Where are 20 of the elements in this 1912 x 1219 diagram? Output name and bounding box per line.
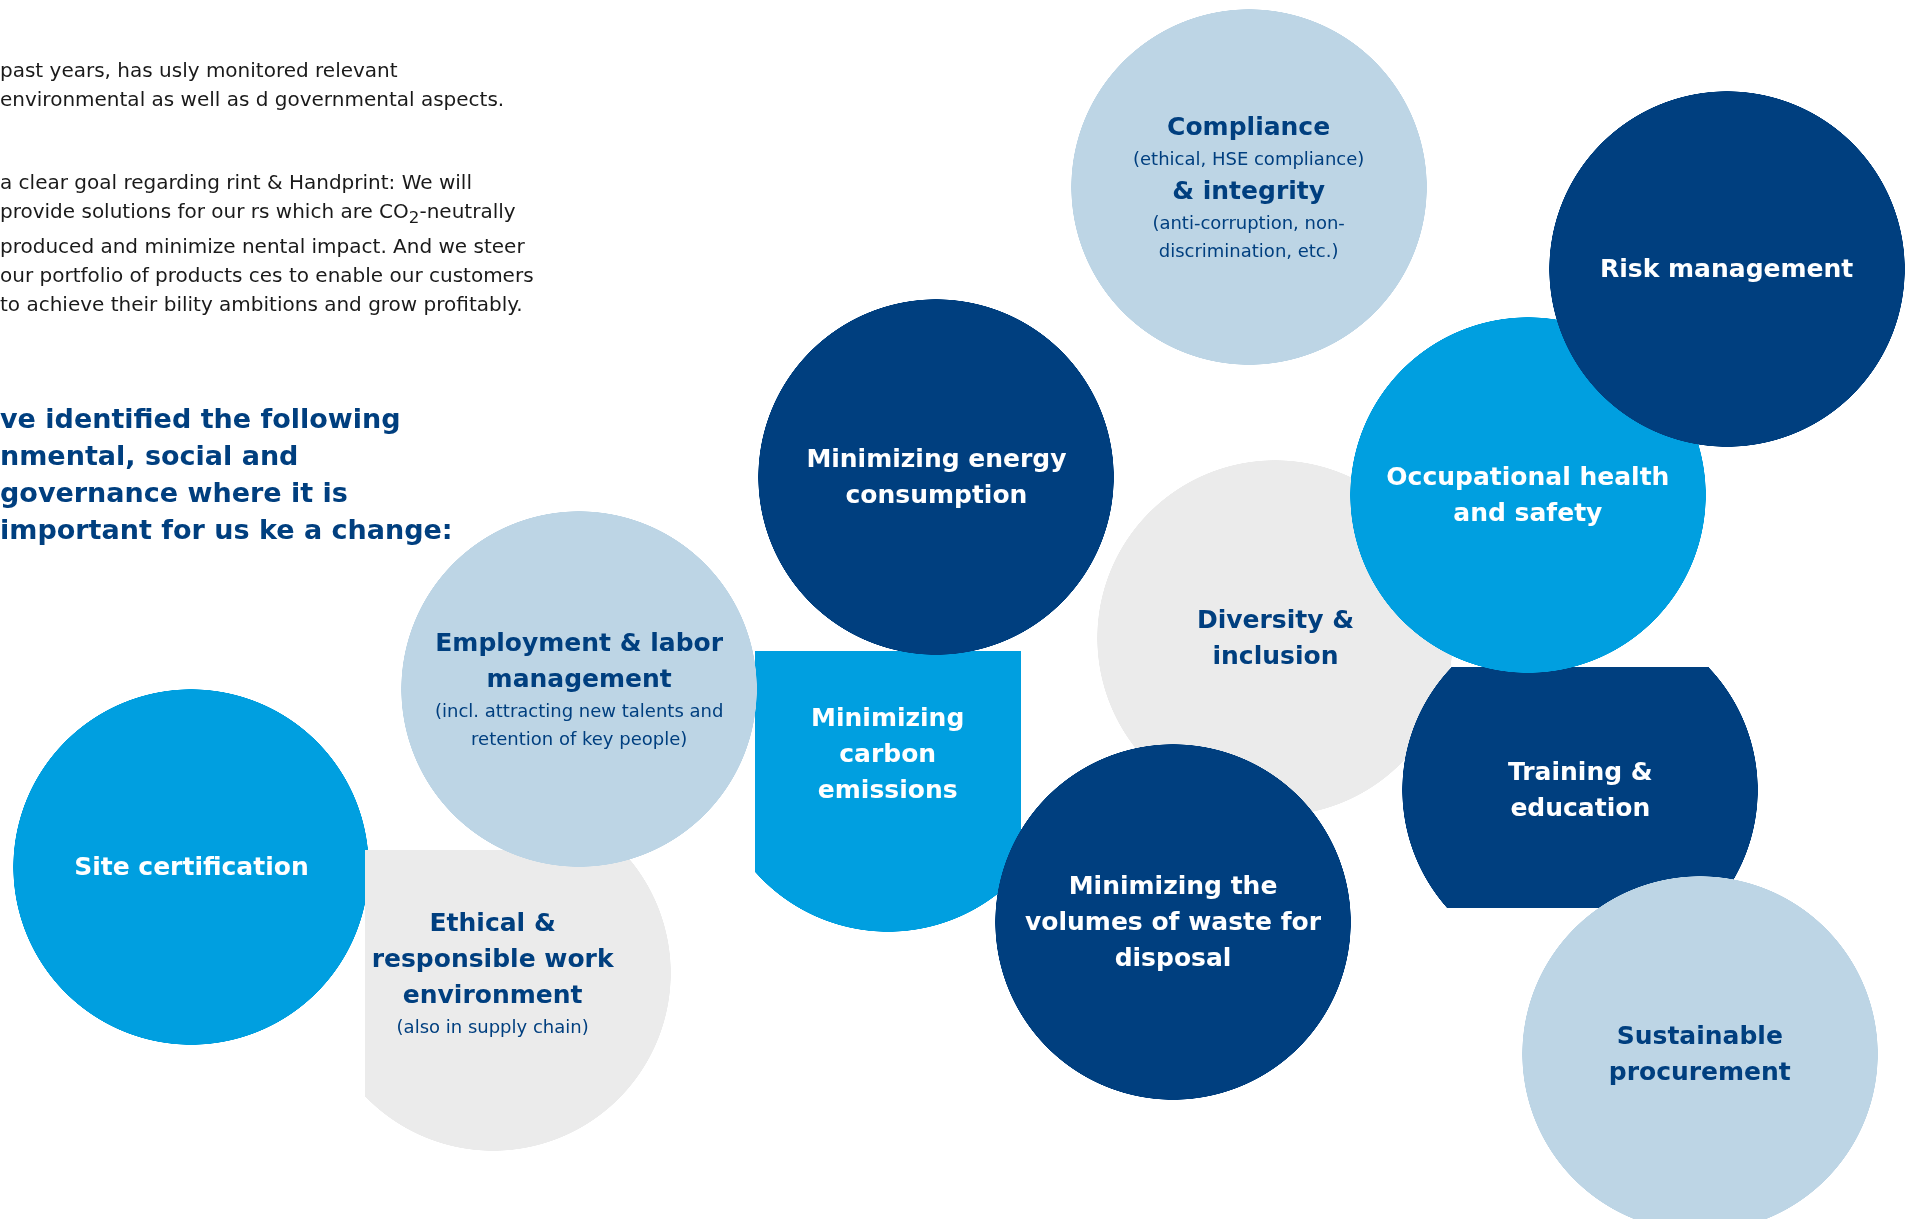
topic-note: (anti-corruption, non-discrimination, etc.) bbox=[1151, 210, 1346, 263]
topic-title: Occupational health and safety bbox=[1385, 461, 1671, 530]
topic-title: Minimizing the volumes of waste for disposal bbox=[1024, 869, 1323, 974]
topic-title: Training & education bbox=[1506, 756, 1654, 825]
topic-note: (incl. attracting new talents and retention of key people) bbox=[434, 698, 725, 751]
intro-paragraph: a clear goal regarding rint & Handprint: We will provide solutions for our rs which are CO$_{2}$-neutrally produced and minimize nental impact. And we steer our portfolio of products ces to enable our customers to achieve their bility ambitions and grow profitably. bbox=[0, 169, 535, 318]
topic-title: Risk management bbox=[1600, 253, 1854, 286]
intro-paragraph: past years, has usly monitored relevant environmental as well as d governmental aspects. bbox=[0, 57, 506, 113]
topic-title: Site certification bbox=[74, 850, 309, 883]
topic-title: Minimizing energy consumption bbox=[805, 442, 1068, 511]
topic-note: (ethical, HSE compliance) bbox=[1133, 146, 1365, 171]
topic-title: Ethical & responsible work environment bbox=[370, 907, 615, 1012]
intro-heading: ve identified the following nmental, social and governance where it is important for us ke a change: bbox=[0, 402, 454, 547]
topic-note: (also in supply chain) bbox=[396, 1015, 589, 1040]
topic-title: Compliance bbox=[1167, 110, 1331, 143]
topic-title: Employment & labor management bbox=[434, 626, 725, 695]
topic-title: Diversity & inclusion bbox=[1195, 603, 1355, 672]
topic-title: Minimizing carbon emissions bbox=[810, 701, 966, 806]
topic-title: Sustainable procurement bbox=[1607, 1019, 1792, 1088]
topic-title: & integrity bbox=[1172, 174, 1326, 207]
